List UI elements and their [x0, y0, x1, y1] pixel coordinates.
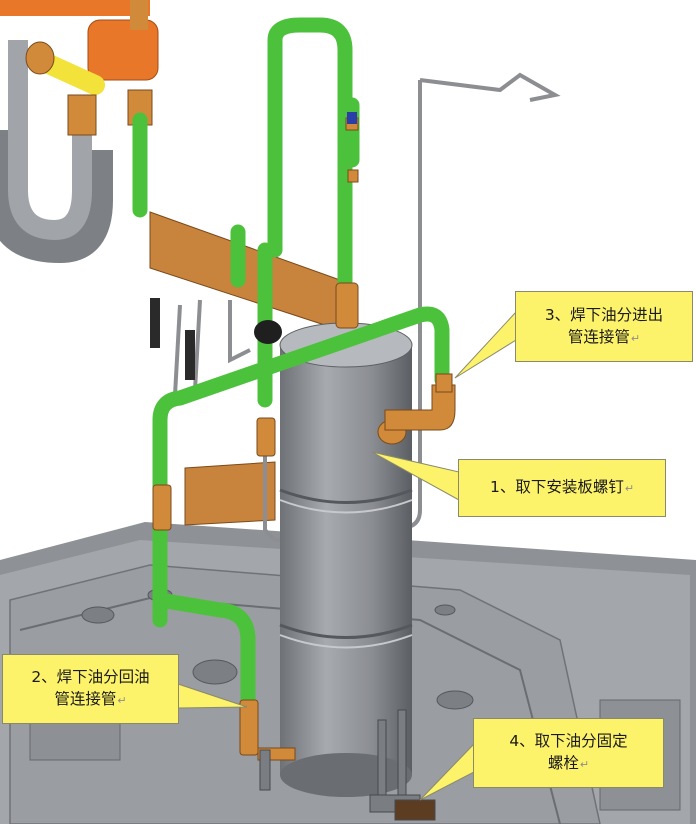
callout-4-line-2: 螺栓: [547, 754, 579, 772]
return-mark-icon: ↵: [579, 758, 590, 771]
callout-step-3: 3、焊下油分进出 管连接管↵: [515, 291, 693, 362]
callout-step-1: 1、取下安装板螺钉↵: [458, 459, 666, 517]
callout-3-line-2: 管连接管: [567, 327, 630, 346]
valves: [150, 112, 357, 380]
gray-u-pipe: [0, 40, 113, 264]
oil-separator-tank: [279, 322, 413, 797]
return-mark-icon: ↵: [624, 482, 635, 495]
callout-3-line-1: 3、焊下油分进出: [544, 305, 664, 324]
return-mark-icon: ↵: [630, 331, 641, 345]
callout-step-4: 4、取下油分固定 螺栓↵: [473, 718, 664, 788]
return-mark-icon: ↵: [117, 694, 127, 707]
callout-4-line-1: 4、取下油分固定: [509, 732, 628, 750]
callout-1-line-1: 1、取下安装板螺钉: [489, 478, 624, 496]
callout-2-line-1: 2、焊下油分回油: [31, 668, 150, 686]
mounting-bolts: [259, 709, 436, 821]
orange-pipe-cluster: [0, 0, 159, 136]
callout-step-2: 2、焊下油分回油 管连接管↵: [2, 654, 179, 724]
callout-2-line-2: 管连接管: [54, 690, 117, 708]
